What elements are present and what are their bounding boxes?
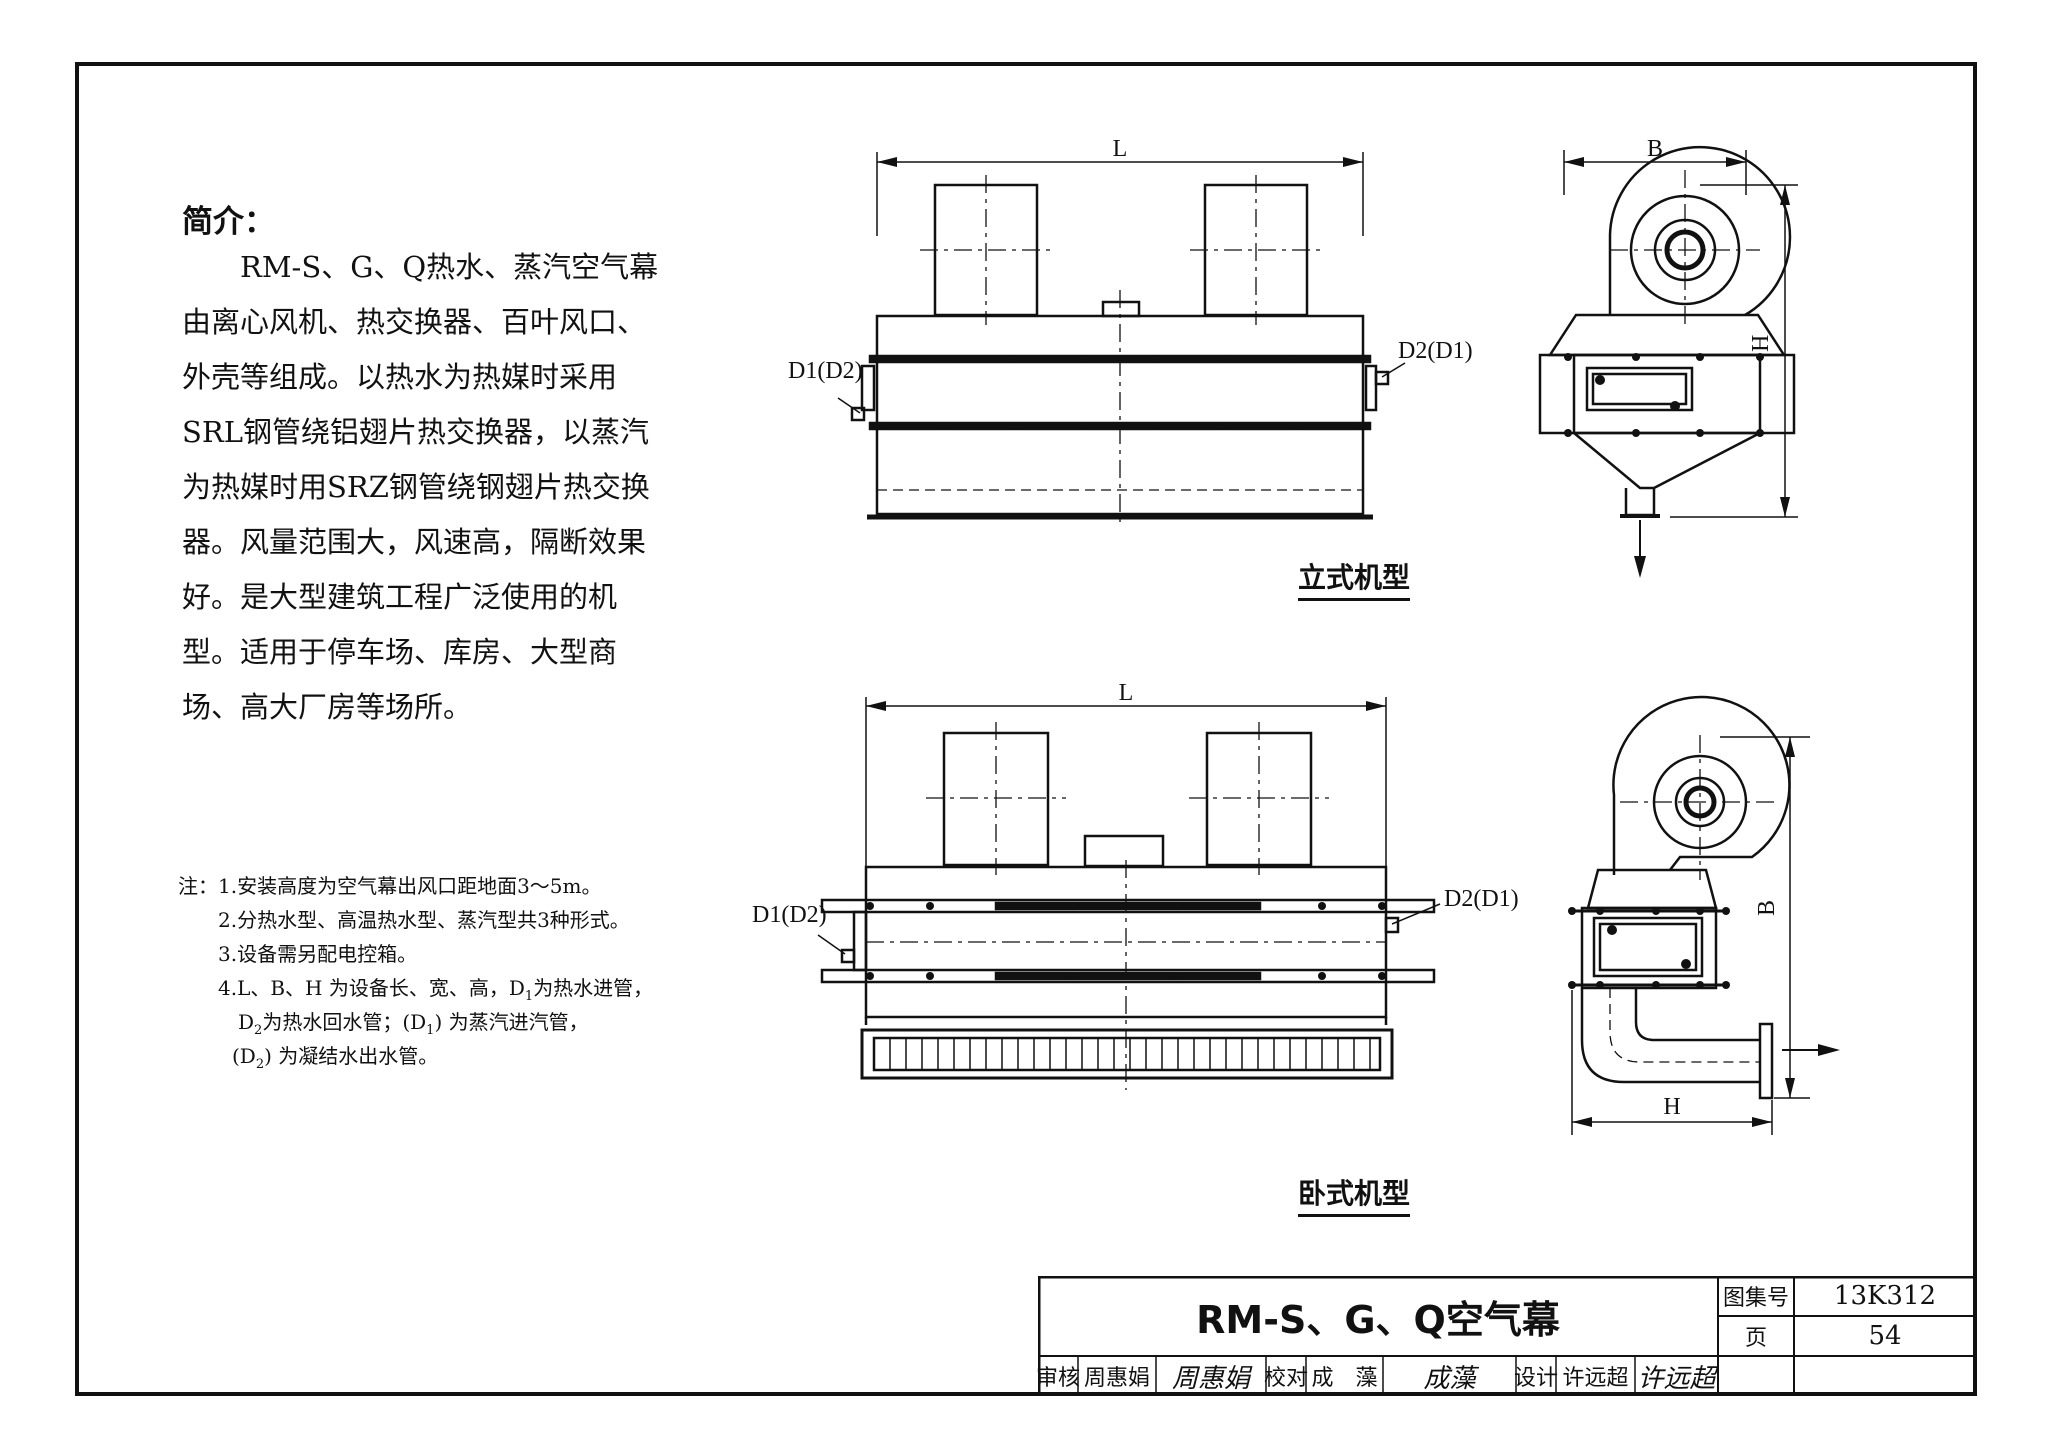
drawing-title: RM-S、G、Q空气幕 [1196, 1297, 1560, 1342]
intro-line: SRL钢管绕铝翅片热交换器，以蒸汽 [182, 415, 649, 449]
intro-line: RM-S、G、Q热水、蒸汽空气幕 [182, 250, 659, 284]
horizontal-pipe-right-label: D2(D1) [1444, 886, 1519, 912]
checker-name: 成 藻 [1311, 1366, 1378, 1391]
intro-line: 由离心风机、热交换器、百叶风口、 [182, 305, 647, 339]
atlas-number: 13K312 [1833, 1281, 1937, 1311]
note-4: 4.L、B、H 为设备长、宽、高，D1为热水进管， [218, 972, 653, 1004]
intro-line: 为热媒时用SRZ钢管绕钢翅片热交换 [182, 470, 650, 504]
intro-line: 场、高大厂房等场所。 [182, 690, 473, 724]
note-4-b: 为热水进管， [533, 976, 654, 1000]
intro-line: 器。风量范围大，风速高，隔断效果 [182, 525, 647, 559]
note-6-sub: 2 [255, 1057, 265, 1072]
check-label: 校对 [1264, 1366, 1309, 1391]
note-5-sub-b: 1 [426, 1023, 435, 1038]
vertical-model-caption: 立式机型 [1298, 556, 1411, 601]
atlas-label: 图集号 [1722, 1286, 1789, 1311]
reviewer-name: 周惠娟 [1083, 1366, 1150, 1391]
note-4-sub: 1 [524, 989, 534, 1004]
note-6: (D2) 为凝结水出水管。 [232, 1040, 438, 1072]
vertical-dim-H: H [1748, 335, 1774, 352]
horizontal-model-caption: 卧式机型 [1298, 1172, 1411, 1217]
vertical-dim-B: B [1647, 136, 1663, 162]
note-5-b: 为热水回水管；(D [262, 1010, 427, 1034]
vertical-front-view: L D1(D2) D2(D1) [788, 136, 1473, 525]
intro-line: 好。是大型建筑工程广泛使用的机 [182, 580, 618, 614]
note-5-a: D [238, 1010, 255, 1034]
review-label: 审核 [1036, 1366, 1081, 1391]
designer-signature: 许远超 [1637, 1363, 1716, 1394]
checker-signature: 成藻 [1423, 1363, 1476, 1394]
note-5-c: ) 为蒸汽进汽管， [434, 1010, 589, 1034]
note-5-sub-a: 2 [254, 1023, 263, 1038]
title-block-grid [1038, 1276, 1976, 1396]
note-4-a: 4.L、B、H 为设备长、宽、高，D [218, 976, 525, 1000]
design-label: 设计 [1514, 1366, 1559, 1391]
intro-line: 外壳等组成。以热水为热媒时采用 [182, 360, 618, 394]
note-6-a: (D [232, 1044, 256, 1068]
intro-heading: 简介： [182, 204, 275, 240]
reviewer-signature: 周惠娟 [1171, 1363, 1250, 1394]
horizontal-front-view: L D1(D2) D2(D1) [752, 680, 1519, 1090]
horizontal-pipe-left-label: D1(D2) [752, 902, 827, 928]
horizontal-dim-B: B [1754, 900, 1780, 916]
horizontal-dim-L: L [1119, 680, 1134, 706]
horizontal-dim-H: H [1663, 1094, 1680, 1120]
intro-line: 型。适用于停车场、库房、大型商 [182, 635, 618, 669]
vertical-side-view: B H [1538, 136, 1798, 578]
page-label: 页 [1744, 1326, 1767, 1351]
page-number: 54 [1868, 1321, 1902, 1351]
note-6-b: ) 为凝结水出水管。 [264, 1044, 439, 1068]
vertical-dim-L: L [1113, 136, 1128, 162]
note-2: 2.分热水型、高温热水型、蒸汽型共3种形式。 [218, 908, 630, 932]
vertical-pipe-left-label: D1(D2) [788, 358, 863, 384]
horizontal-side-view: B H [1568, 695, 1840, 1135]
title-block: RM-S、G、Q空气幕 图集号 13K312 页 54 审核 周惠娟 周惠娟 校… [1036, 1276, 1976, 1396]
note-1: 注：1.安装高度为空气幕出风口距地面3～5m。 [178, 874, 602, 898]
note-3: 3.设备需另配电控箱。 [218, 942, 418, 966]
vertical-pipe-right-label: D2(D1) [1398, 338, 1473, 364]
note-5: D2为热水回水管；(D1) 为蒸汽进汽管， [238, 1006, 589, 1038]
designer-name: 许远超 [1562, 1366, 1629, 1391]
drawing-frame [75, 62, 1977, 1396]
